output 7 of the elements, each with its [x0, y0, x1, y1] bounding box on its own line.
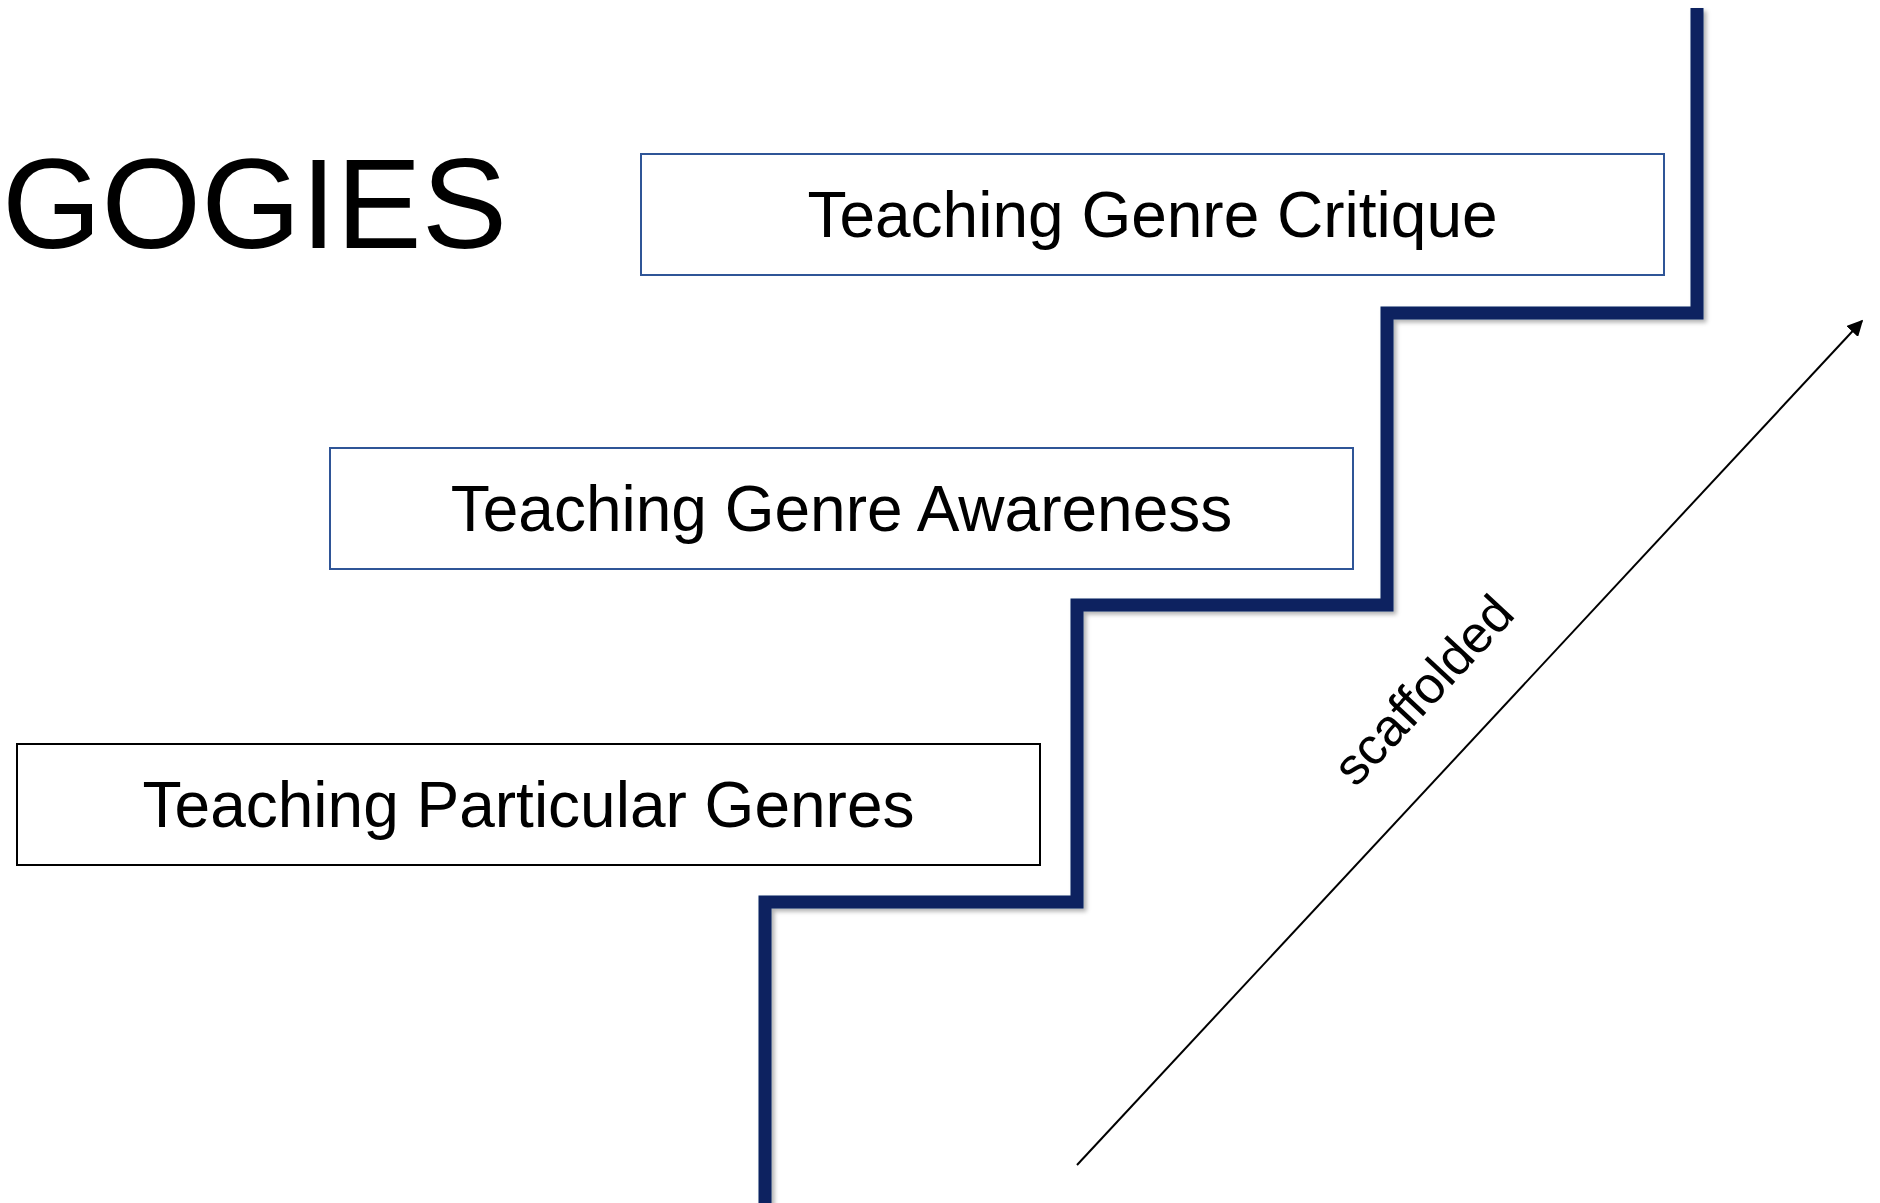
- text-box: [329, 447, 1354, 570]
- box-label: Teaching Genre Awareness: [450, 471, 1233, 546]
- box-label: Teaching Particular Genres: [142, 767, 915, 842]
- title-text: GOGIES: [2, 131, 507, 277]
- box-label: Teaching Genre Critique: [807, 177, 1498, 252]
- text-box: [640, 153, 1665, 276]
- text-box: [16, 743, 1041, 866]
